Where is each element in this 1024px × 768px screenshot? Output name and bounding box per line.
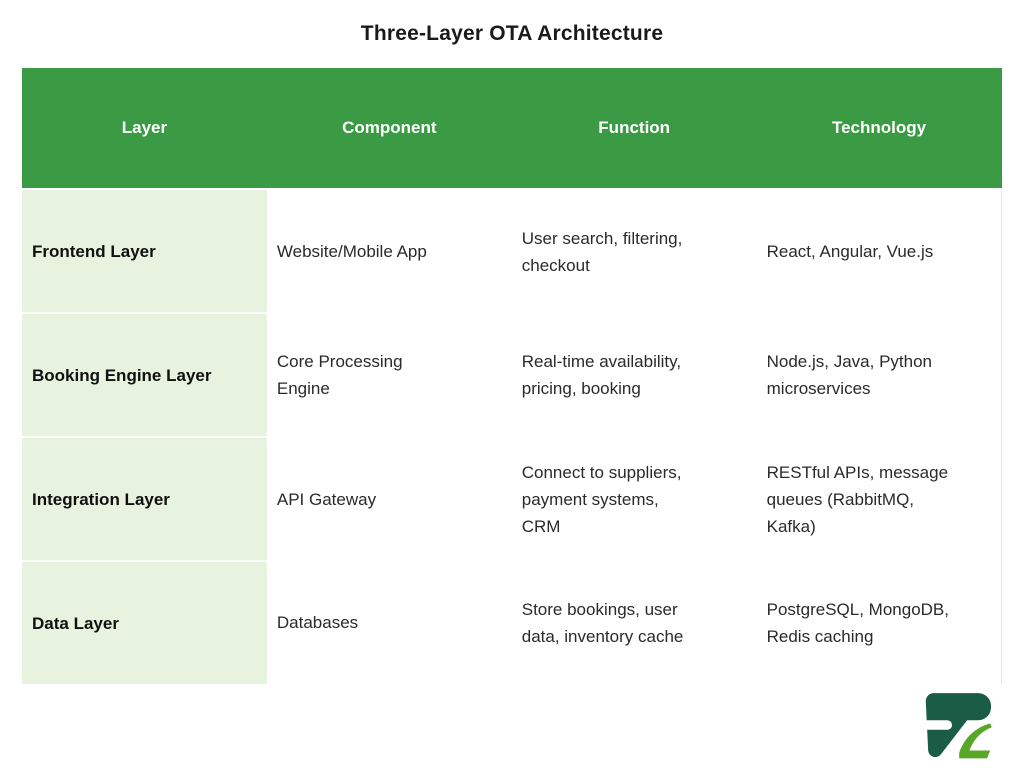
table-row: Data Layer Databases Store bookings, use… — [22, 561, 1002, 684]
column-header-layer: Layer — [22, 68, 267, 189]
component-cell: Databases — [266, 561, 512, 684]
brand-logo-icon — [916, 690, 996, 760]
table-header-row: Layer Component Function Technology — [22, 68, 1002, 189]
column-header-function: Function — [511, 68, 757, 189]
column-header-technology: Technology — [756, 68, 1002, 189]
function-cell: Connect to suppliers, payment systems, C… — [511, 437, 757, 561]
layer-cell: Integration Layer — [22, 437, 267, 562]
layer-cell: Frontend Layer — [22, 188, 267, 314]
layer-cell: Data Layer — [22, 561, 267, 684]
component-cell: Website/Mobile App — [266, 188, 512, 313]
technology-cell: PostgreSQL, MongoDB, Redis caching — [756, 561, 1002, 684]
function-cell: Store bookings, user data, inventory cac… — [511, 561, 757, 684]
technology-cell: RESTful APIs, message queues (RabbitMQ, … — [756, 437, 1002, 561]
table-row: Integration Layer API Gateway Connect to… — [22, 437, 1002, 562]
technology-cell: React, Angular, Vue.js — [756, 188, 1002, 313]
component-cell: API Gateway — [266, 437, 512, 561]
technology-cell: Node.js, Java, Python microservices — [756, 313, 1002, 437]
table-row: Booking Engine Layer Core Processing Eng… — [22, 313, 1002, 438]
component-cell: Core Processing Engine — [266, 313, 512, 437]
page-title: Three-Layer OTA Architecture — [360, 22, 664, 45]
architecture-table: Layer Component Function Technology Fron… — [22, 68, 1002, 684]
function-cell: User search, filtering, checkout — [511, 188, 757, 313]
layer-cell: Booking Engine Layer — [22, 313, 267, 438]
table-row: Frontend Layer Website/Mobile App User s… — [22, 188, 1002, 314]
column-header-component: Component — [266, 68, 512, 189]
function-cell: Real-time availability, pricing, booking — [511, 313, 757, 437]
